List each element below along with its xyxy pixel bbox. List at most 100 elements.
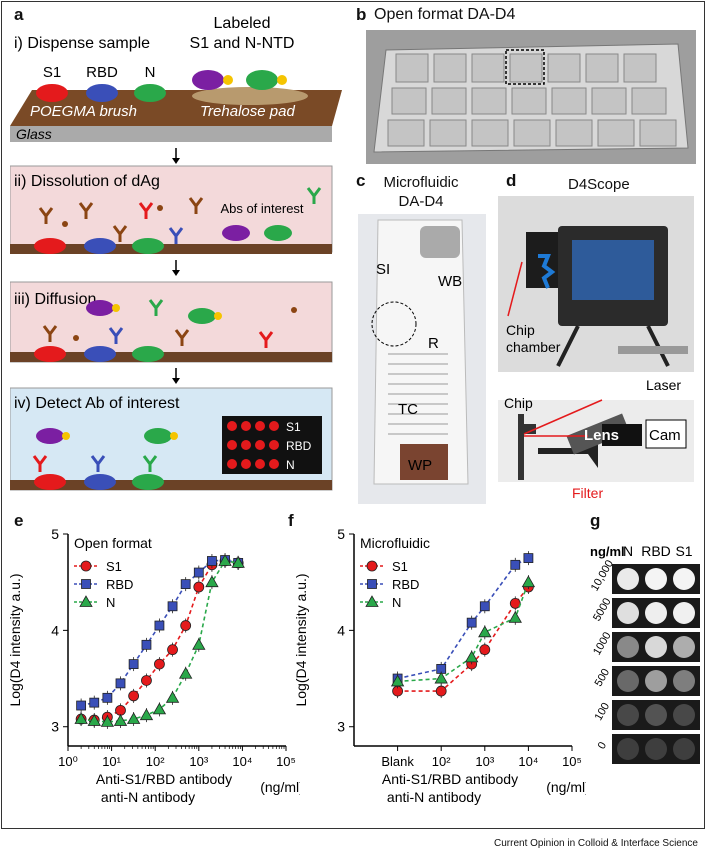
data-point-s1 [435, 685, 447, 697]
panel-b-photo [366, 30, 696, 164]
array-s1: S1 [286, 420, 301, 434]
x-tick-label: 10⁴ [232, 754, 252, 769]
data-point-s1 [115, 704, 126, 716]
trehalose-pad [192, 87, 308, 105]
blot-spot [645, 738, 667, 760]
legend-marker-n [365, 595, 379, 607]
blot-spot [617, 704, 639, 726]
series-line-n [397, 581, 530, 683]
series-line-s1 [397, 586, 530, 692]
figure-frame [1, 1, 705, 829]
glass-text: Glass [16, 126, 52, 142]
data-point-rbd [180, 579, 191, 590]
blot-spot [617, 636, 639, 658]
data-point-n [139, 708, 154, 721]
data-point-s1 [154, 658, 165, 670]
blot-spot [645, 636, 667, 658]
chip-chamber-1: Chip [506, 322, 535, 338]
data-point-rbd [128, 659, 139, 669]
x-axis-label-2: anti-N antibody [101, 789, 195, 805]
col-label-s1: S1 [675, 543, 692, 559]
panel-a-schematic: i) Dispense sample Labeled S1 and N-NTD … [10, 15, 342, 491]
wp-label: WP [408, 457, 432, 474]
chart-title: Microfluidic [360, 535, 430, 551]
data-point-rbd [89, 697, 100, 708]
abs-interest-text: Abs of interest [220, 201, 303, 216]
blot-spot [617, 568, 639, 590]
row-label: 0 [596, 740, 609, 751]
data-point-n [152, 702, 167, 715]
data-point-n [178, 666, 193, 679]
labeled-text-2: S1 and N-NTD [190, 35, 295, 52]
cam-label: Cam [649, 427, 681, 444]
data-point-rbd [193, 567, 204, 578]
panel-g-unit: ng/ml [590, 544, 625, 559]
data-point-rbd [115, 678, 126, 689]
data-point-n [478, 625, 492, 638]
x-tick-label: 10³ [475, 754, 494, 769]
legend-label-n: N [392, 595, 401, 610]
data-point-rbd [479, 601, 490, 612]
data-point-n [113, 714, 128, 726]
blot-spot [673, 738, 695, 760]
data-point-n [126, 712, 141, 724]
data-point-n [165, 691, 180, 703]
step3-bg [10, 281, 333, 363]
data-point-s1 [180, 620, 192, 631]
panel-d-title: D4Scope [568, 176, 630, 193]
spot-s1-label: S1 [43, 64, 61, 81]
label-dot-2 [277, 75, 287, 85]
row-label: 100 [593, 701, 613, 723]
data-point-n [231, 556, 245, 568]
y-tick-label: 4 [337, 622, 345, 638]
glass-layer [10, 126, 332, 142]
panel-c-label: c [356, 171, 366, 190]
r-label: R [428, 335, 439, 352]
labeled-text-1: Labeled [214, 15, 271, 32]
col-label-n: N [623, 543, 633, 559]
legend-label-s1: S1 [392, 559, 408, 574]
spot-s1 [36, 84, 68, 102]
y-tick-label: 5 [51, 526, 59, 542]
legend-label-s1: S1 [106, 559, 122, 574]
legend-label-rbd: RBD [106, 577, 133, 592]
legend-marker-s1 [366, 560, 378, 572]
panel-c-title-2: DA-D4 [398, 193, 444, 210]
data-point-rbd [141, 639, 152, 650]
spot-rbd-label: RBD [86, 64, 118, 81]
x-tick-label: 10⁵ [276, 754, 296, 769]
data-point-s1 [167, 644, 178, 656]
x-axis-label-1: Anti-S1/RBD antibody [382, 771, 518, 787]
x-tick-label: 10¹ [102, 754, 121, 769]
panel-c-photo: SI WB R TC WP [358, 214, 486, 504]
x-tick-label: 10² [146, 754, 165, 769]
label-dot-1 [223, 75, 233, 85]
legend-marker-s1 [80, 560, 92, 572]
data-point-s1 [128, 690, 140, 702]
blot-spot [673, 602, 695, 624]
data-point-n [74, 712, 88, 724]
blot-spot [645, 568, 667, 590]
x-unit-label: (ng/ml) [260, 779, 300, 795]
panel-b-title: Open format DA-D4 [374, 6, 516, 23]
x-tick-label: 10³ [189, 754, 208, 769]
legend-marker-rbd [81, 579, 91, 589]
data-point-rbd [167, 601, 178, 612]
panel-a-label: a [14, 5, 24, 24]
y-tick-label: 5 [337, 526, 345, 542]
x-tick-label: 10⁵ [562, 754, 582, 769]
antibodies-brown [38, 197, 204, 242]
credit-line: Current Opinion in Colloid & Interface S… [494, 838, 698, 849]
data-point-n [205, 575, 219, 588]
x-axis-label-2: anti-N antibody [387, 789, 481, 805]
x-tick-label: 10⁰ [58, 754, 78, 769]
data-point-n [218, 554, 232, 566]
panel-b-label: b [356, 5, 367, 24]
row-label: 1000 [591, 630, 614, 657]
array-n: N [286, 458, 295, 472]
blot-spot [645, 670, 667, 692]
filter-label: Filter [572, 485, 603, 501]
row-label: 5000 [591, 596, 614, 623]
series-line-rbd [397, 557, 529, 680]
